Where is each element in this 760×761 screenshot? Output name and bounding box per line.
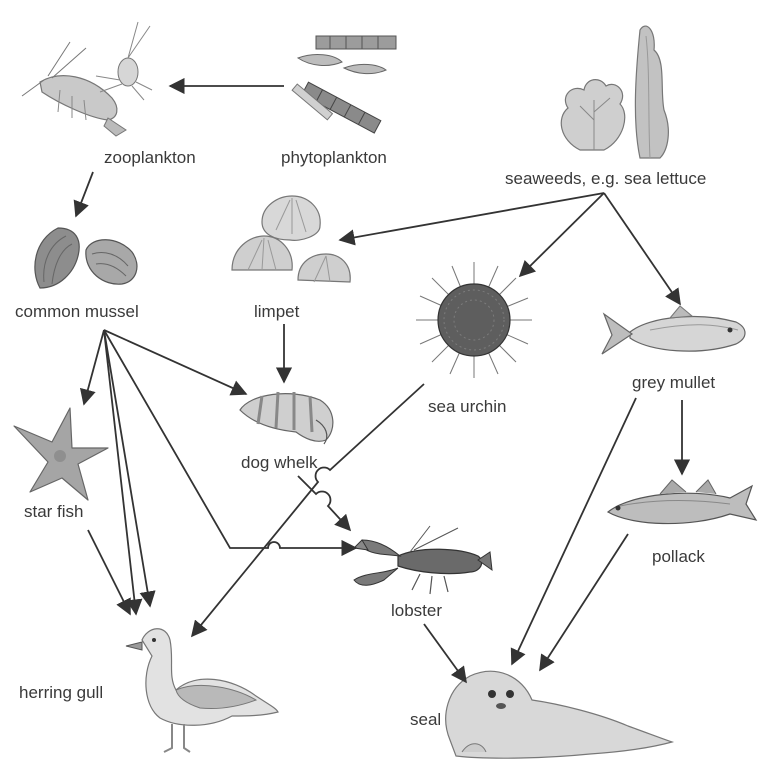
lobster-image — [354, 526, 492, 594]
label-star-fish: star fish — [24, 502, 84, 522]
label-seaweeds: seaweeds, e.g. sea lettuce — [505, 169, 706, 189]
limpet-image — [232, 196, 350, 282]
phytoplankton-image — [292, 36, 396, 133]
arrow-mussel-starfish — [84, 330, 104, 404]
label-lobster: lobster — [391, 601, 442, 621]
seal-image — [446, 671, 672, 758]
arrow-starfish-gull — [88, 530, 130, 614]
label-phytoplankton: phytoplankton — [281, 148, 387, 168]
dog-whelk-image — [240, 392, 333, 444]
arrow-zooplankton-mussel — [76, 172, 93, 216]
label-zooplankton: zooplankton — [104, 148, 196, 168]
star-fish-image — [14, 408, 108, 500]
arrow-seaweed-mullet — [604, 193, 680, 304]
label-common-mussel: common mussel — [15, 302, 139, 322]
arrow-dogwhelk-lobster — [298, 476, 350, 530]
zooplankton-image — [22, 22, 152, 136]
seaweeds-image — [561, 26, 668, 158]
herring-gull-image — [126, 629, 278, 752]
label-herring-gull: herring gull — [19, 683, 103, 703]
sea-urchin-image — [416, 262, 532, 378]
label-dog-whelk: dog whelk — [241, 453, 318, 473]
grey-mullet-image — [602, 306, 745, 354]
label-pollack: pollack — [652, 547, 705, 567]
arrow-lobster-seal — [424, 624, 466, 682]
label-grey-mullet: grey mullet — [632, 373, 715, 393]
label-limpet: limpet — [254, 302, 299, 322]
pollack-image — [608, 480, 756, 524]
common-mussel-image — [35, 228, 137, 288]
label-seal: seal — [410, 710, 441, 730]
label-sea-urchin: sea urchin — [428, 397, 506, 417]
arrow-mullet-seal — [512, 398, 636, 664]
arrow-mussel-dogwhelk — [104, 330, 246, 394]
arrow-pollack-seal — [540, 534, 628, 670]
